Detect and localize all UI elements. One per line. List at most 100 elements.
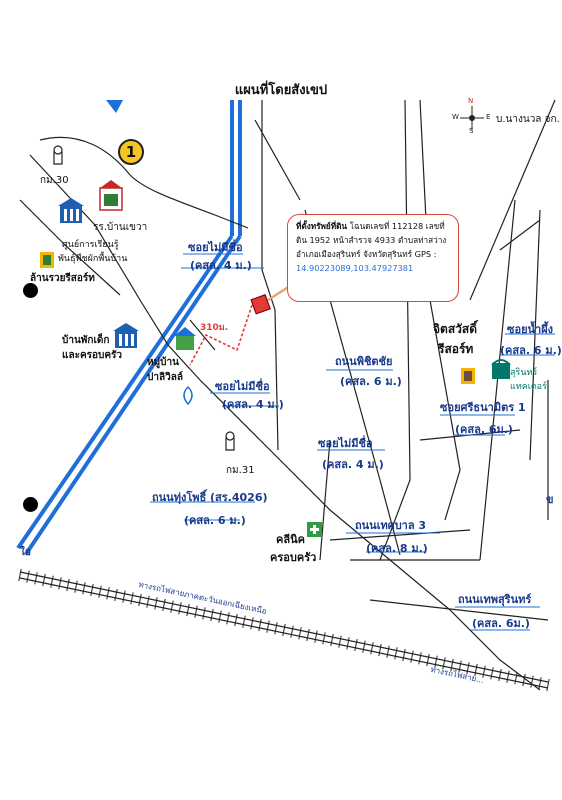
road-width-4: (คสล. 6 ม.) [184, 514, 246, 527]
railway-tie [130, 592, 134, 605]
railway-tie [322, 632, 326, 645]
railway-tie [434, 655, 438, 668]
railway-tie [530, 675, 534, 688]
garden-icon [40, 252, 54, 268]
distance-route [189, 304, 253, 366]
railway-tie [338, 635, 342, 648]
page-title: แผนที่โดยสังเขป [234, 83, 328, 98]
village-label-1: หมู่บ้าน [147, 357, 179, 368]
railway-tie [450, 658, 454, 672]
road-name-6: ซอยศรีธนามิตร 1 [440, 401, 526, 414]
railway-tie [74, 580, 78, 593]
railway-tie [50, 575, 54, 588]
road-width-1: (คสล. 4 ม.) [222, 398, 284, 411]
railway-tie [298, 627, 302, 640]
railway-tie [274, 622, 278, 635]
road-name-7: ซอยน้ำผึ้ง [507, 323, 554, 336]
railway-tie [266, 620, 270, 633]
railway-tie [226, 612, 230, 625]
property-callout: ที่ตั้งทรัพย์ที่ดิน โฉนดเลขที่ 112128 เล… [287, 214, 459, 302]
railway-tie [386, 645, 390, 658]
clinic-label-1: คลีนิค [276, 533, 305, 546]
road-label-underlines [150, 253, 555, 631]
milestone-km31-icon [225, 431, 235, 451]
distance-label: 310ม. [200, 323, 229, 333]
school-icon [99, 180, 123, 211]
railway-tie [466, 662, 470, 675]
resort-icon [461, 368, 475, 384]
railway-tie [506, 670, 510, 683]
property-marker [250, 294, 271, 315]
childcare-label-1: บ้านพักเด็ก [62, 335, 110, 346]
railway-tie [186, 603, 190, 617]
railway-tie [346, 637, 350, 650]
railway-tie [234, 613, 238, 627]
binder-hole-top [23, 283, 38, 298]
temple-icon [58, 198, 84, 223]
resort-label-1: ล้านรวยรีสอร์ท [30, 273, 95, 284]
marker-number: 1 [118, 139, 144, 165]
railway-tie [194, 605, 198, 618]
blue-triangle-marker [106, 100, 123, 113]
railway-tie [202, 607, 206, 620]
compass-east: E [486, 113, 491, 121]
km30-label: กม.30 [40, 175, 69, 186]
railway-tie [522, 673, 526, 687]
callout-line1-bold: ที่ตั้งทรัพย์ที่ดิน [296, 221, 348, 231]
railway-tie [370, 642, 374, 655]
road-name-0: ซอยไม่มีชื่อ [188, 241, 243, 254]
binder-hole-bottom [23, 497, 38, 512]
road-width-2: (คสล. 6 ม.) [340, 375, 402, 388]
right-edge-label: ข [546, 493, 554, 506]
road-name-2: ถนนพิชิตชัย [335, 355, 393, 368]
compass-icon [460, 106, 484, 130]
railway-tie [306, 628, 310, 642]
railway-tie [314, 630, 318, 643]
railway-tie [330, 633, 334, 647]
railway-tie [354, 638, 358, 652]
railway-tie [170, 600, 174, 613]
railway-tie [90, 583, 94, 597]
road-name-3: ซอยไม่มีชื่อ [318, 437, 373, 450]
childcare-icon [113, 323, 139, 348]
road-width-5: (คสล. 8 ม.) [366, 542, 428, 555]
railway-tie [490, 667, 494, 680]
railway-tie [122, 590, 126, 603]
railway-tie [482, 665, 486, 678]
railway-tie [178, 602, 182, 615]
railway-tie [42, 573, 46, 587]
railway-tie [514, 672, 518, 685]
tractor-label-1: สุรินทร์ [510, 368, 538, 378]
railway-tie [66, 578, 70, 592]
village-icon [174, 327, 196, 350]
road-width-0: (คสล. 4 ม.) [190, 259, 252, 272]
tractor-shop-icon [491, 359, 511, 379]
railway-tie [250, 617, 254, 630]
resort2-label-2: รีสอร์ท [438, 342, 474, 356]
milestone-km30-icon [53, 145, 63, 165]
railway-tie [154, 597, 158, 610]
road-lines [19, 99, 556, 691]
railway-tie [82, 582, 86, 595]
railway-tie [34, 572, 38, 585]
callout-pointer [267, 284, 291, 302]
learning-center-label-1: ศูนย์การเรียนรู้ [62, 240, 119, 250]
railway-tie [362, 640, 366, 653]
railway-tie [146, 595, 150, 608]
road-name-4: ถนนทุ่งโพธิ์ (สร.4026) [152, 491, 268, 504]
railway-tie [394, 647, 398, 660]
resort2-label-1: จิตสวัสดิ์ [433, 322, 478, 336]
railway-tie [410, 650, 414, 663]
railway-tie [546, 678, 550, 692]
railway-tie [98, 585, 102, 598]
road-name-1: ซอยไม่มีชื่อ [215, 380, 270, 393]
railway-tie [378, 643, 382, 657]
road-name-5: ถนนเทศบาล 3 [355, 519, 427, 532]
railway-tie [18, 568, 22, 582]
railway-tie [474, 663, 478, 677]
road-width-3: (คสล. 4 ม.) [322, 458, 384, 471]
railway-tie [114, 588, 118, 602]
road-width-6: (คสล. 6ม.) [455, 423, 513, 436]
railway [18, 568, 550, 692]
